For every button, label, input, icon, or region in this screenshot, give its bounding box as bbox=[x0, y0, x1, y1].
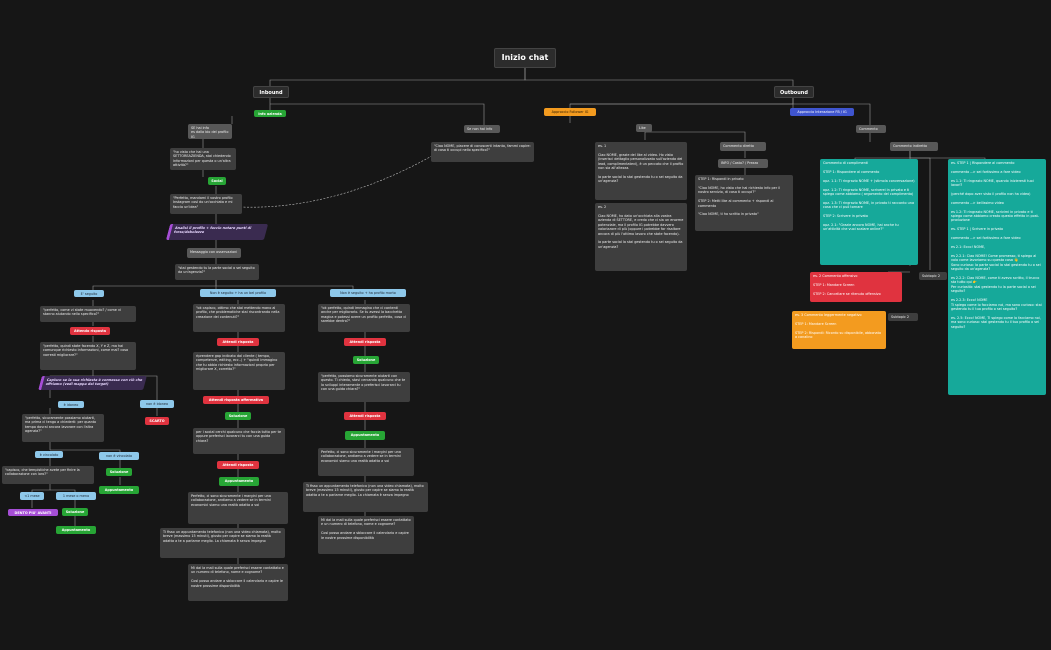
profilo-morto-msg2: "perfetto, possiamo sicuramente aiutarti… bbox=[318, 372, 410, 402]
commento-indiretto-node: Commento indiretto bbox=[890, 142, 938, 151]
seguito-tempistiche: "capisco, che tempistiche avete per fini… bbox=[2, 466, 94, 484]
seguito-dento: DENTO PIU' AVANTI bbox=[8, 509, 58, 516]
bel-profilo-msg2: riprendere gap indicato dal cliente ( te… bbox=[193, 352, 285, 390]
negativo-node: es. 3 Commento leggermente negativo STEP… bbox=[792, 311, 886, 349]
ho-visto-node: "ho visto che hai una SETTOREAZIENDA, st… bbox=[170, 148, 236, 170]
profilo-morto-appuntamento: Appuntamento bbox=[345, 431, 385, 440]
branch-profilo-morto: Non è seguito + ha profilo morto bbox=[330, 289, 406, 297]
commento-diretto-node: Commento diretto bbox=[720, 142, 766, 151]
seguito-msg2: "perfetto, quindi state facendo X, Y e Z… bbox=[40, 342, 136, 370]
complimenti-node: Commento di complimenti STEP 1: Risponde… bbox=[820, 159, 918, 265]
seguito-mesi2: 1 mese o meno bbox=[56, 492, 96, 500]
seguito-mesi1: <1 mese bbox=[20, 492, 44, 500]
analisi-profilo-node: Analisi il profilo + faccio notare punti… bbox=[165, 224, 269, 240]
like-es2: es. 2 Ciao NOME, ho dato un'occhiata all… bbox=[595, 203, 687, 271]
seguito-capisco: Capisco se la sua richiesta è connessa c… bbox=[38, 376, 147, 390]
seguito-scarto: SCARTO bbox=[145, 417, 169, 425]
profilo-morto-msg1: "ok perfetto, quindi immagino che ci con… bbox=[318, 304, 410, 332]
mandami-profilo-node: "Perfetto, mandami il vostro profilo Ins… bbox=[170, 194, 242, 214]
bel-profilo-msg5: Ti fisso un appuntamento telefonico (non… bbox=[160, 528, 285, 558]
seguito-msg1: "perfetto, come vi state muovendo? / com… bbox=[40, 306, 136, 322]
inbound-header: Inbound bbox=[253, 86, 289, 98]
se-non-hai-info-node: Se non hai info bbox=[464, 125, 500, 133]
seguito-appuntamento1: Appuntamento bbox=[99, 486, 139, 494]
seguito-soluzione2: Soluzione bbox=[62, 508, 88, 516]
messaggio-osservazioni-node: Messaggio con osservazioni bbox=[187, 248, 241, 258]
commento-diretto-steps: STEP 1: Rispondi in privato "Ciao NOME, … bbox=[695, 175, 793, 231]
subtopic-node-2: Subtopic 2 bbox=[888, 313, 918, 321]
info-costo-node: INFO / Costo? / Prezzo bbox=[718, 159, 768, 168]
profilo-morto-msg4: Ti fisso un appuntamento telefonico (non… bbox=[303, 482, 428, 512]
rispondere-commento-teal-node: es. STEP 1 | Rispondere al commento comm… bbox=[948, 159, 1046, 395]
approccio-interazione-tag: Approccio Interazione FB / IG bbox=[790, 108, 854, 116]
chat-start-title: Inizio chat bbox=[494, 48, 556, 68]
bel-profilo-msg4: Perfetto, ci sono sicuramente i margini … bbox=[188, 492, 288, 524]
approccio-follower-tag: Approccio Follower IG bbox=[544, 108, 596, 116]
profilo-morto-msg3: Perfetto, ci sono sicuramente i margini … bbox=[318, 448, 414, 476]
bel-profilo-attendi1: Attendi risposta bbox=[217, 338, 259, 346]
profilo-morto-msg5: Mi dai la mail sulla quale preferisci es… bbox=[318, 516, 414, 554]
stai-gestendo-node: "stai gestendo tu la parte social o sei … bbox=[175, 264, 259, 280]
bel-profilo-soluzione: Soluzione bbox=[225, 412, 251, 420]
seguito-sicuramente: "perfetto, sicuramente possiamo aiutarti… bbox=[22, 414, 104, 442]
bel-profilo-attendi-aff: Attendi risposta affermativa bbox=[203, 396, 269, 404]
bel-profilo-appuntamento: Appuntamento bbox=[219, 477, 259, 486]
profilo-morto-soluzione: Soluzione bbox=[353, 356, 379, 364]
subtopic-node-1: Subtopic 2 bbox=[919, 272, 947, 280]
offensivo-node: es. 2 Commento offensivo STEP 1: Mandare… bbox=[810, 272, 902, 302]
branch-bel-profilo: Non è seguito + ha un bel profilo bbox=[200, 289, 276, 297]
like-node: Like bbox=[636, 124, 652, 132]
seguito-appuntamento2: Appuntamento bbox=[56, 526, 96, 534]
bel-profilo-msg3: per i social cerchi qualcuno che faccia … bbox=[193, 428, 285, 454]
social-tag: Social bbox=[208, 177, 226, 185]
seguito-vincolato: è vincolato bbox=[35, 451, 63, 458]
outbound-header: Outbound bbox=[774, 86, 814, 98]
info-azienda-tag: Info azienda bbox=[254, 110, 286, 117]
bel-profilo-msg6: Mi dai la mail sulla quale preferisci es… bbox=[188, 564, 288, 601]
seguito-non-vincolato: non è vincolato bbox=[99, 452, 139, 460]
seguito-attendo: Attendo risposta bbox=[70, 327, 110, 335]
profilo-morto-attendi2: Attendi risposta bbox=[344, 412, 386, 420]
se-hai-info-node: SE hai info es dalla bio del profilo IG bbox=[188, 124, 232, 139]
bel-profilo-attendi2: Attendi risposta bbox=[217, 461, 259, 469]
seguito-soluzione1: Soluzione bbox=[106, 468, 132, 476]
like-es1: es. 1 Ciao NOME, grazie del like al vide… bbox=[595, 142, 687, 200]
bel-profilo-msg1: "ok capisco, ottimo che stai mettendo ma… bbox=[193, 304, 285, 332]
commento-node: Commento bbox=[856, 125, 886, 133]
profilo-morto-attendi1: Attendi risposta bbox=[344, 338, 386, 346]
seguito-idoneo: è idoneo bbox=[58, 401, 84, 408]
branch-seguito: E' seguito bbox=[74, 290, 104, 297]
ciao-nome-node: "Ciao NOME, piacere di conoscerti intant… bbox=[431, 142, 534, 162]
seguito-non-idoneo: non è idoneo bbox=[140, 400, 174, 408]
